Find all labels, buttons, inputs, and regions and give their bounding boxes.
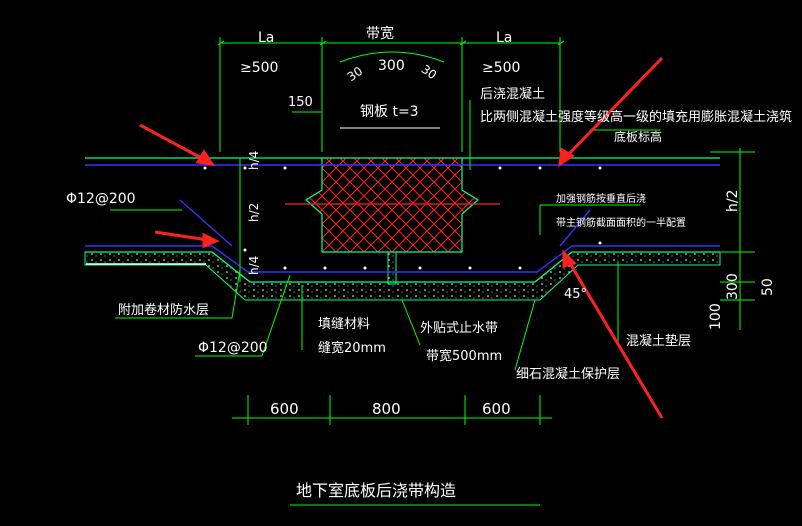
bottom-dimensions [232, 395, 552, 506]
waterproof-label: 附加卷材防水层 [118, 302, 209, 318]
side-left-dim: 30 [345, 64, 366, 84]
leader-lines [110, 100, 755, 371]
joint-filler [387, 251, 397, 285]
h4-top-label: h/4 [247, 151, 261, 170]
dim-100: 100 [708, 303, 724, 330]
slab-top-label: 底板标高 [614, 129, 662, 144]
la-right-label: La [496, 30, 512, 46]
h2-right-label: h/2 [725, 190, 741, 213]
post-pour-label-2: 比两侧混凝土强度等级高一级的填充用膨胀混凝土浇筑 [480, 109, 792, 125]
offset-dim: 150 [288, 95, 313, 110]
post-pour-label-1: 后浇混凝土 [480, 86, 545, 102]
reinforce-label-1: 加强钢筋按垂直后浇 [556, 192, 646, 205]
post-pour-band [304, 157, 480, 253]
la-left-label: La [258, 30, 274, 46]
fine-concrete-label: 细石混凝土保护层 [516, 366, 620, 382]
angle-label: 45° [564, 287, 587, 302]
concrete-cushion [84, 251, 721, 301]
cushion-label: 混凝土垫层 [626, 333, 691, 349]
drawing-title: 地下室底板后浇带构造 [296, 481, 456, 500]
bottom-dim-right: 600 [482, 400, 511, 418]
reinforce-label-2: 带主钢筋截面面积的一半配置 [556, 216, 686, 229]
side-right-dim: 30 [419, 62, 440, 82]
dim-300: 300 [725, 273, 741, 300]
steel-plate-label: 钢板 t=3 [360, 104, 419, 120]
band-width-label: 带宽 [366, 25, 394, 42]
la-right-min: ≥500 [482, 60, 520, 76]
rebar-dots [203, 166, 602, 270]
rebar-bottom-left-label: Φ12@200 [198, 340, 268, 356]
h2-left-label: h/2 [247, 203, 261, 222]
waterstop-label-2: 带宽500mm [426, 348, 502, 364]
la-left-min: ≥500 [240, 60, 278, 76]
h4-bottom-label: h/4 [247, 256, 261, 275]
annotation-arrows [139, 56, 664, 419]
waterstop-label-1: 外贴式止水带 [420, 321, 498, 336]
top-dimensions [217, 37, 565, 152]
bottom-dim-middle: 800 [372, 400, 401, 418]
dim-50: 50 [760, 278, 776, 296]
filler-label-2: 缝宽20mm [318, 340, 386, 356]
rebar-top-left-label: Φ12@200 [66, 191, 136, 207]
filler-label-1: 填缝材料 [318, 317, 370, 332]
rebar-lines [85, 164, 720, 273]
bottom-dim-left: 600 [270, 400, 299, 418]
band-width-value: 300 [378, 58, 405, 74]
